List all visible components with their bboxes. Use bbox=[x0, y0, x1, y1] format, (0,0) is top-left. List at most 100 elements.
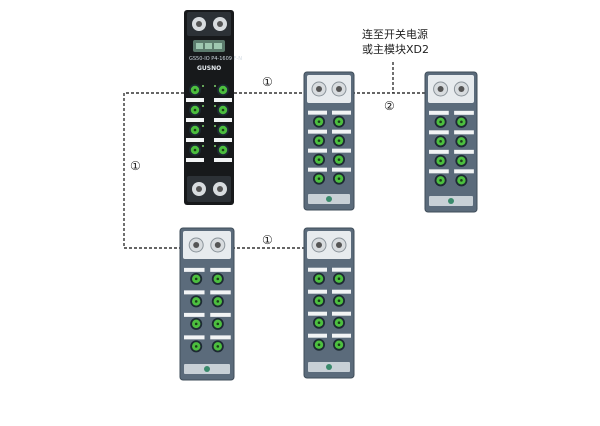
sub-module-d-port-label bbox=[332, 333, 351, 338]
sub-module-a-connector-pin bbox=[336, 86, 342, 92]
main-port-1 bbox=[189, 84, 201, 96]
main-port-6 bbox=[217, 124, 229, 136]
sub-module-d-port-label bbox=[332, 267, 351, 272]
main-port-label bbox=[186, 118, 204, 122]
main-port-label bbox=[186, 98, 204, 102]
sub-module-a-port-label bbox=[332, 167, 351, 172]
main-brand-logo: GUSNO bbox=[197, 65, 221, 72]
sub-module-d-port-7 bbox=[313, 338, 325, 351]
sub-module-b-port-label bbox=[429, 110, 449, 115]
sub-module-a-port-label bbox=[308, 167, 327, 172]
sub-module-a-status-led bbox=[326, 196, 332, 202]
sub-module-d-port-2 bbox=[333, 272, 345, 285]
connection-lines bbox=[123, 62, 430, 249]
sub-module-d-status-led bbox=[326, 364, 332, 370]
sub-module-b-port-label bbox=[454, 169, 474, 174]
link-marker-1-top: ① bbox=[262, 75, 273, 89]
link-marker-1-left: ① bbox=[130, 159, 141, 173]
sub-module-b bbox=[424, 71, 478, 213]
sub-module-c-port-3 bbox=[190, 295, 203, 308]
sub-module-b-port-6 bbox=[455, 154, 468, 167]
sub-module-a-port-label bbox=[308, 110, 327, 115]
sub-module-b-port-label bbox=[429, 169, 449, 174]
main-model-label: GS50-IO P4-1609 F-N bbox=[189, 56, 242, 62]
sub-module-b-port-label bbox=[454, 149, 474, 154]
sub-module-c-status-led bbox=[204, 366, 210, 372]
main-led bbox=[202, 85, 204, 87]
sub-module-a-port-3 bbox=[313, 134, 325, 147]
sub-module-b-port-5 bbox=[434, 154, 447, 167]
sub-module-c-port-label bbox=[184, 290, 205, 295]
sub-module-c-port-label bbox=[184, 312, 205, 317]
main-port-7 bbox=[189, 144, 201, 156]
main-port-label bbox=[214, 158, 232, 162]
sub-module-c-port-7 bbox=[190, 340, 203, 353]
sub-module-c-port-4 bbox=[211, 295, 224, 308]
main-led bbox=[214, 145, 216, 147]
sub-module-d bbox=[303, 227, 355, 379]
sub-module-c-connector-pin bbox=[193, 242, 200, 248]
sub-module-d-connector-pin bbox=[316, 242, 322, 248]
sub-module-a-port-8 bbox=[333, 172, 345, 185]
sub-module-b-port-1 bbox=[434, 115, 447, 128]
main-led bbox=[202, 105, 204, 107]
main-led bbox=[202, 145, 204, 147]
link-marker-1-bottom: ① bbox=[262, 233, 273, 247]
main-port-2 bbox=[217, 84, 229, 96]
main-port-grid bbox=[186, 84, 232, 162]
sub-module-b-port-7 bbox=[434, 174, 447, 187]
sub-module-c-port-label bbox=[210, 335, 231, 340]
main-port-3 bbox=[189, 104, 201, 116]
sub-module-b-port-label bbox=[454, 130, 474, 135]
sub-module-a-connector-pin bbox=[316, 86, 322, 92]
sub-module-a-port-label bbox=[308, 148, 327, 153]
sub-module-d-port-label bbox=[332, 289, 351, 294]
sub-module-c-port-label bbox=[210, 267, 231, 272]
main-port-label bbox=[214, 138, 232, 142]
main-led bbox=[214, 125, 216, 127]
main-port-label bbox=[214, 118, 232, 122]
main-led bbox=[214, 85, 216, 87]
sub-module-c-port-label bbox=[210, 290, 231, 295]
sub-module-d-port-label bbox=[308, 333, 327, 338]
sub-module-d-port-label bbox=[332, 311, 351, 316]
sub-module-b-connector-pin bbox=[458, 86, 465, 92]
sub-module-c-port-label bbox=[184, 267, 205, 272]
link-main-to-sub3 bbox=[123, 92, 184, 249]
sub-module-b-port-label bbox=[429, 130, 449, 135]
main-led bbox=[214, 105, 216, 107]
sub-module-d-port-label bbox=[308, 311, 327, 316]
sub-module-c-port-1 bbox=[190, 272, 203, 285]
sub-module-b-status-led bbox=[448, 198, 454, 204]
sub-module-b-port-4 bbox=[455, 135, 468, 148]
sub-module-b-port-3 bbox=[434, 135, 447, 148]
main-port-label bbox=[186, 158, 204, 162]
sub-module-d-port-1 bbox=[313, 272, 325, 285]
sub-module-a-port-label bbox=[308, 129, 327, 134]
sub-module-d-port-5 bbox=[313, 316, 325, 329]
sub-module-d-port-label bbox=[308, 267, 327, 272]
sub-module-a-port-1 bbox=[313, 115, 325, 128]
sub-module-b-port-8 bbox=[455, 174, 468, 187]
sub-module-d-port-3 bbox=[313, 294, 325, 307]
sub-module-a-port-2 bbox=[333, 115, 345, 128]
main-port-label bbox=[214, 98, 232, 102]
sub-module-b-port-2 bbox=[455, 115, 468, 128]
main-io-module: GS50-IO P4-1609 F-N GUSNO bbox=[184, 10, 242, 205]
sub-module-b-port-label bbox=[429, 149, 449, 154]
sub-module-c-connector-pin bbox=[214, 242, 221, 248]
sub-module-a bbox=[303, 71, 355, 211]
main-port-label bbox=[186, 138, 204, 142]
sub-module-c-port-6 bbox=[211, 317, 224, 330]
sub-module-d-port-8 bbox=[333, 338, 345, 351]
sub-module-a-port-5 bbox=[313, 153, 325, 166]
sub-module-a-port-label bbox=[332, 110, 351, 115]
main-port-8 bbox=[217, 144, 229, 156]
sub-module-d-port-6 bbox=[333, 316, 345, 329]
expansion-modules bbox=[179, 71, 478, 381]
sub-module-d-port-label bbox=[308, 289, 327, 294]
sub-module-b-connector-pin bbox=[437, 86, 444, 92]
sub-module-c bbox=[179, 227, 235, 381]
sub-module-a-port-label bbox=[332, 129, 351, 134]
